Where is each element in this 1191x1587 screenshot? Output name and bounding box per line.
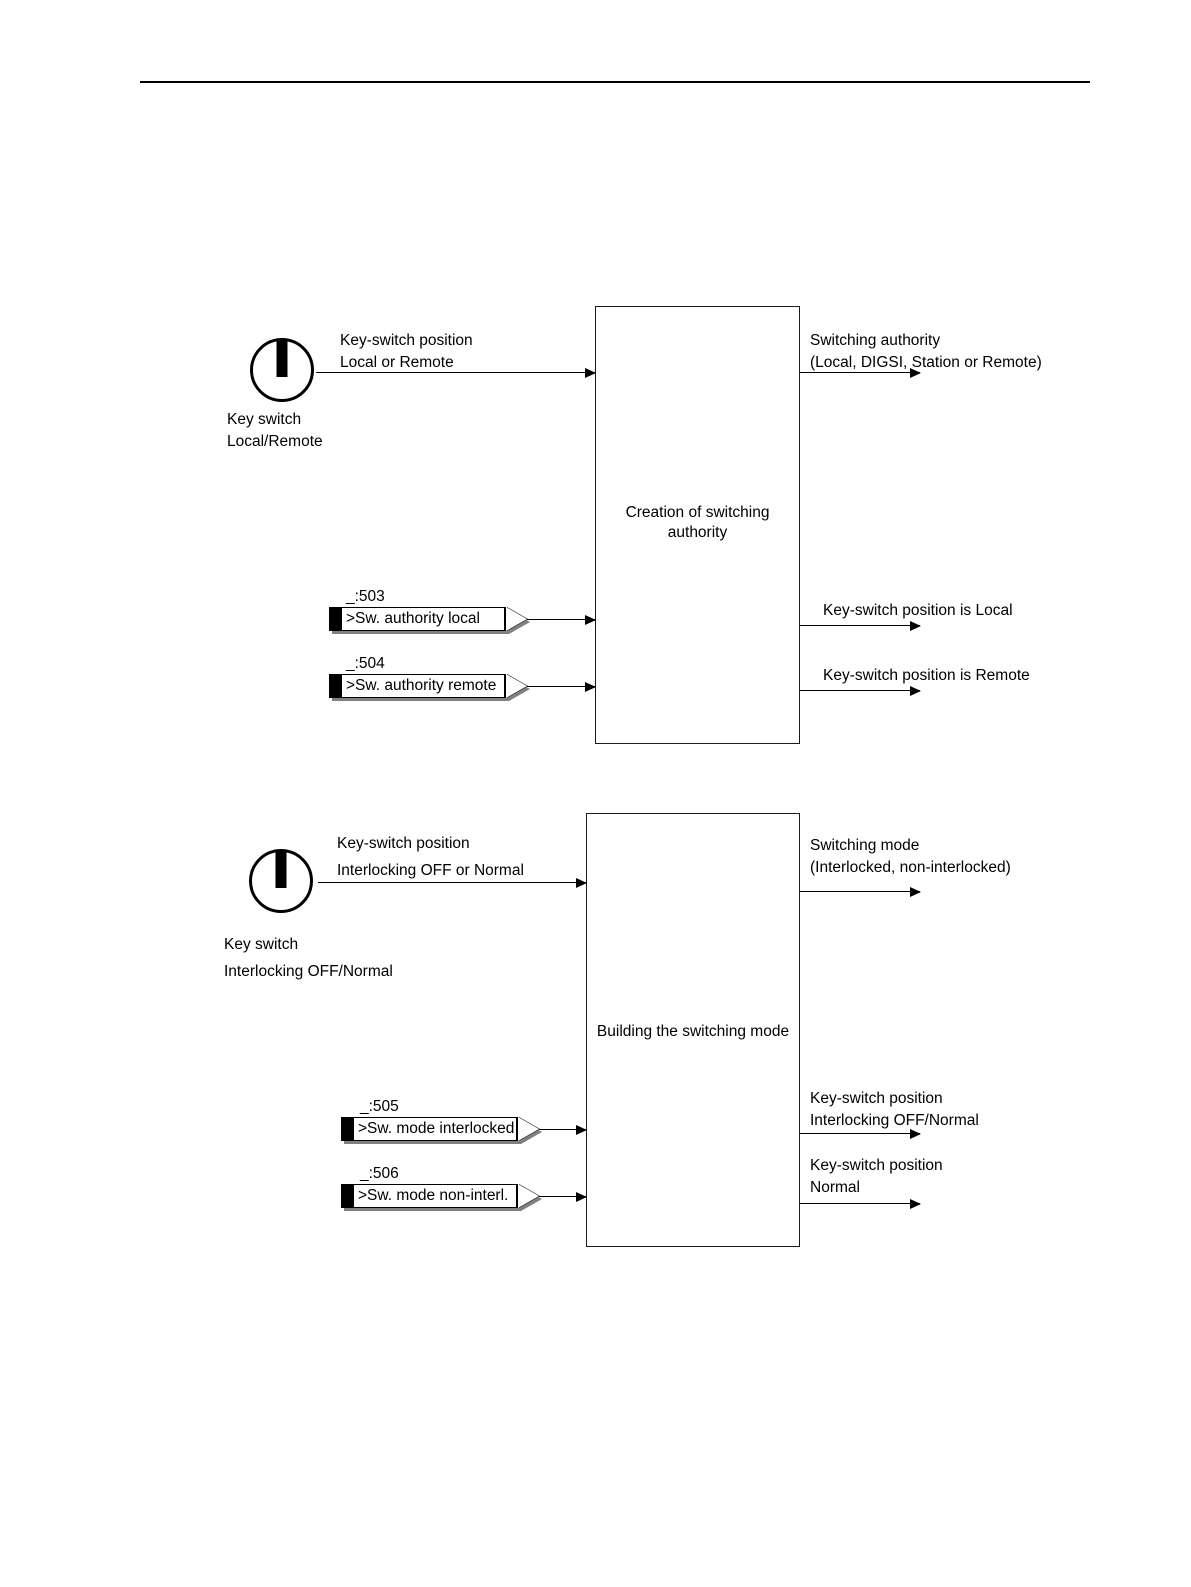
output-connector-switching-mode — [800, 887, 921, 897]
signal-box-stub — [341, 1117, 354, 1141]
input-signal-label: >Sw. authority local — [346, 610, 480, 627]
process-box-label: Building the switching mode — [596, 1023, 790, 1040]
signal-box-nose — [518, 1184, 539, 1208]
signal-box-nose — [506, 674, 527, 698]
signal-box-body — [341, 1117, 518, 1141]
key-switch-knob-icon — [249, 849, 313, 913]
key-switch-caption: Key switch Local/Remote — [227, 411, 323, 450]
output-connector-position-local — [800, 621, 921, 631]
input-signal-box-505[interactable]: >Sw. mode interlocked — [341, 1117, 542, 1144]
process-box-switching-authority: Creation of switching authority — [595, 306, 800, 744]
signal-box-stub — [329, 607, 342, 631]
input-connector-505 — [539, 1125, 587, 1135]
input-signal-box-503[interactable]: >Sw. authority local — [329, 607, 530, 634]
input-connector-504 — [527, 682, 596, 692]
output-label-switching-mode: Switching mode (Interlocked, non-interlo… — [810, 837, 1011, 876]
signal-box-nose — [506, 607, 527, 631]
output-label-switching-authority: Switching authority (Local, DIGSI, Stati… — [810, 332, 1042, 371]
key-switch-signal-label: Key-switch position Local or Remote — [340, 332, 473, 371]
input-signal-label: >Sw. mode interlocked — [358, 1120, 515, 1137]
key-switch-knob-icon — [250, 338, 314, 402]
input-signal-label: >Sw. authority remote — [346, 677, 497, 694]
output-label-interlocking-off-normal: Key-switch position Interlocking OFF/Nor… — [810, 1090, 979, 1129]
input-signal-id-506: _:506 — [360, 1165, 399, 1182]
key-switch-signal-label: Key-switch position Interlocking OFF or … — [337, 835, 524, 879]
output-label-position-remote: Key-switch position is Remote — [823, 667, 1030, 684]
output-connector-position-remote — [800, 686, 921, 696]
header-rule — [140, 81, 1090, 83]
output-label-normal: Key-switch position Normal — [810, 1157, 943, 1196]
signal-box-stub — [341, 1184, 354, 1208]
input-signal-id-504: _:504 — [346, 655, 385, 672]
input-signal-box-506[interactable]: >Sw. mode non-interl. — [341, 1184, 542, 1211]
output-connector-normal — [800, 1199, 921, 1209]
input-connector-503 — [527, 615, 596, 625]
output-label-position-local: Key-switch position is Local — [823, 602, 1013, 619]
signal-box-body — [329, 674, 506, 698]
input-connector-506 — [539, 1192, 587, 1202]
key-switch-connector — [316, 368, 596, 378]
signal-box-body — [329, 607, 506, 631]
input-signal-id-503: _:503 — [346, 588, 385, 605]
key-switch-caption: Key switch Interlocking OFF/Normal — [224, 936, 393, 980]
signal-box-body — [341, 1184, 518, 1208]
output-connector-switching-authority — [800, 368, 921, 378]
process-box-label: Creation of switching authority — [625, 504, 770, 541]
signal-box-nose — [518, 1117, 539, 1141]
process-box-switching-mode: Building the switching mode — [586, 813, 800, 1247]
input-signal-id-505: _:505 — [360, 1098, 399, 1115]
output-connector-interlocking-off-normal — [800, 1129, 921, 1139]
signal-box-stub — [329, 674, 342, 698]
key-switch-connector — [318, 878, 587, 888]
input-signal-box-504[interactable]: >Sw. authority remote — [329, 674, 530, 701]
input-signal-label: >Sw. mode non-interl. — [358, 1187, 509, 1204]
